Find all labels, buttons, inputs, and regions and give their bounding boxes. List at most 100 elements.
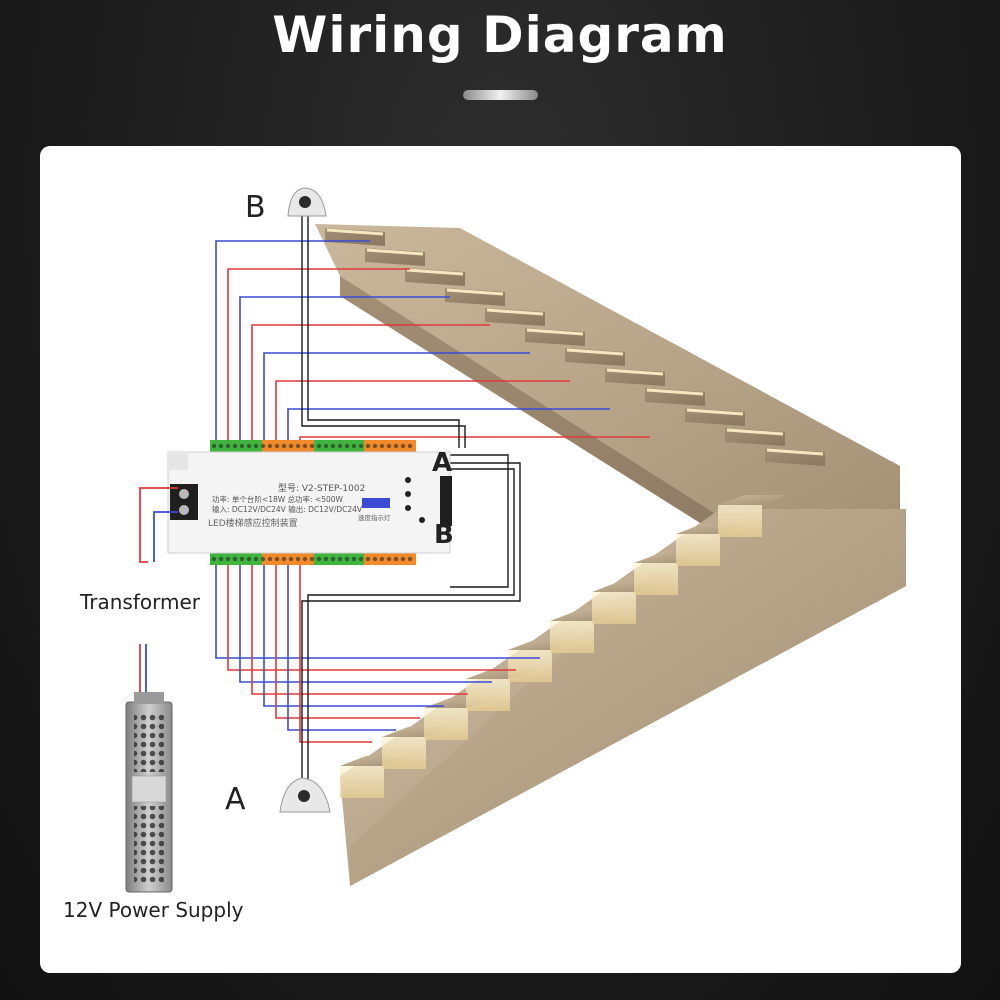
upper-step-light [406, 268, 464, 276]
terminal-pin [281, 443, 287, 449]
terminal-pin [295, 443, 301, 449]
terminal-pin [260, 443, 266, 449]
controller-port-a-label: A [432, 448, 453, 478]
terminal-pin [365, 556, 371, 562]
terminal-pin [232, 443, 238, 449]
lower-step-wire [239, 565, 492, 683]
terminal-pin [344, 443, 350, 449]
terminal-pin [323, 556, 329, 562]
terminal-pin [274, 556, 280, 562]
terminal-pin [393, 443, 399, 449]
transformer-label: Transformer [80, 590, 201, 614]
upper-step-light [366, 248, 424, 256]
controller-name-text: LED楼梯感应控制装置 [208, 517, 298, 529]
lower-step-tread [718, 495, 788, 505]
upper-step-wire [215, 240, 370, 440]
wiring-diagram-svg: 型号: V2-STEP-1002 功率: 单个台阶<18W 总功率: <500W… [125, 187, 906, 893]
terminal-pin [379, 556, 385, 562]
upper-step-wire [263, 352, 530, 440]
terminal-pin [246, 556, 252, 562]
sensor-a-label: A [225, 782, 246, 817]
terminal-pin [211, 443, 217, 449]
lower-stair-flight [340, 495, 906, 886]
terminal-pin [386, 443, 392, 449]
upper-step-wire [275, 380, 570, 440]
terminal-pin [351, 443, 357, 449]
lower-step-wire [215, 565, 540, 659]
sensor-a-device [279, 777, 331, 813]
terminal-pin [372, 556, 378, 562]
upper-step-light [646, 388, 704, 396]
terminal-pin [211, 556, 217, 562]
terminal-pin [267, 443, 273, 449]
terminal-pin [288, 556, 294, 562]
upper-step-light [446, 288, 504, 296]
terminal-pin [232, 556, 238, 562]
lower-step-riser [592, 592, 636, 624]
upper-step-light [606, 368, 664, 376]
controller-power-text: 功率: 单个台阶<18W 总功率: <500W [212, 494, 344, 504]
upper-step-wire [251, 324, 490, 440]
terminal-pin [316, 443, 322, 449]
terminal-pin [330, 556, 336, 562]
terminal-pin [274, 443, 280, 449]
terminal-pin [267, 556, 273, 562]
terminal-pin [393, 556, 399, 562]
terminal-pin [309, 556, 315, 562]
upper-step-wire [239, 296, 450, 440]
upper-step-light [326, 228, 384, 236]
terminal-pin [225, 443, 231, 449]
terminal-pin [372, 443, 378, 449]
lower-step-wire [275, 565, 420, 719]
terminal-pin [337, 556, 343, 562]
terminal-pin [365, 443, 371, 449]
terminal-pin [386, 556, 392, 562]
controller-port-b-label: B [434, 520, 454, 550]
terminal-pin [330, 443, 336, 449]
terminal-pin [400, 443, 406, 449]
terminal-pin [253, 443, 259, 449]
upper-step-light [766, 448, 824, 456]
lower-step-riser [634, 563, 678, 595]
lower-step-riser [550, 621, 594, 653]
terminal-pin [281, 556, 287, 562]
lower-step-riser [382, 737, 426, 769]
terminal-pin [309, 443, 315, 449]
upper-step-light [726, 428, 784, 436]
lower-step-riser [340, 766, 384, 798]
controller-io-text: 输入: DC12V/DC24V 输出: DC12V/DC24V [212, 504, 363, 514]
terminal-pin [351, 556, 357, 562]
terminal-pin [337, 443, 343, 449]
terminal-pin [239, 556, 245, 562]
terminal-pin [218, 443, 224, 449]
controller-indicator-text: 速度指示灯 [358, 513, 391, 522]
lower-step-wire [227, 565, 516, 671]
terminal-pin [400, 556, 406, 562]
upper-steps [325, 228, 825, 466]
terminal-pin [316, 556, 322, 562]
lower-step-wire [263, 565, 444, 707]
lower-step-riser [424, 708, 468, 740]
lower-step-riser [718, 505, 762, 537]
lower-step-wire [299, 565, 372, 743]
diagram-panel: 型号: V2-STEP-1002 功率: 单个台阶<18W 总功率: <500W… [40, 146, 961, 973]
terminal-pin [218, 556, 224, 562]
terminal-pin [302, 556, 308, 562]
power-supply-unit [125, 692, 173, 893]
sensor-b-label: B [245, 190, 266, 225]
upper-step-light [686, 408, 744, 416]
terminal-pin [344, 556, 350, 562]
upper-step-light [526, 328, 584, 336]
terminal-pin [253, 556, 259, 562]
terminal-pin [358, 556, 364, 562]
terminal-pin [407, 443, 413, 449]
terminal-pin [323, 443, 329, 449]
terminal-pin [295, 556, 301, 562]
upper-step-light [566, 348, 624, 356]
step-wires [215, 240, 650, 743]
page-title: Wiring Diagram [272, 6, 728, 64]
terminal-pin [239, 443, 245, 449]
terminal-pin [288, 443, 294, 449]
lower-step-wire [251, 565, 468, 695]
upper-step-wire [299, 436, 650, 440]
